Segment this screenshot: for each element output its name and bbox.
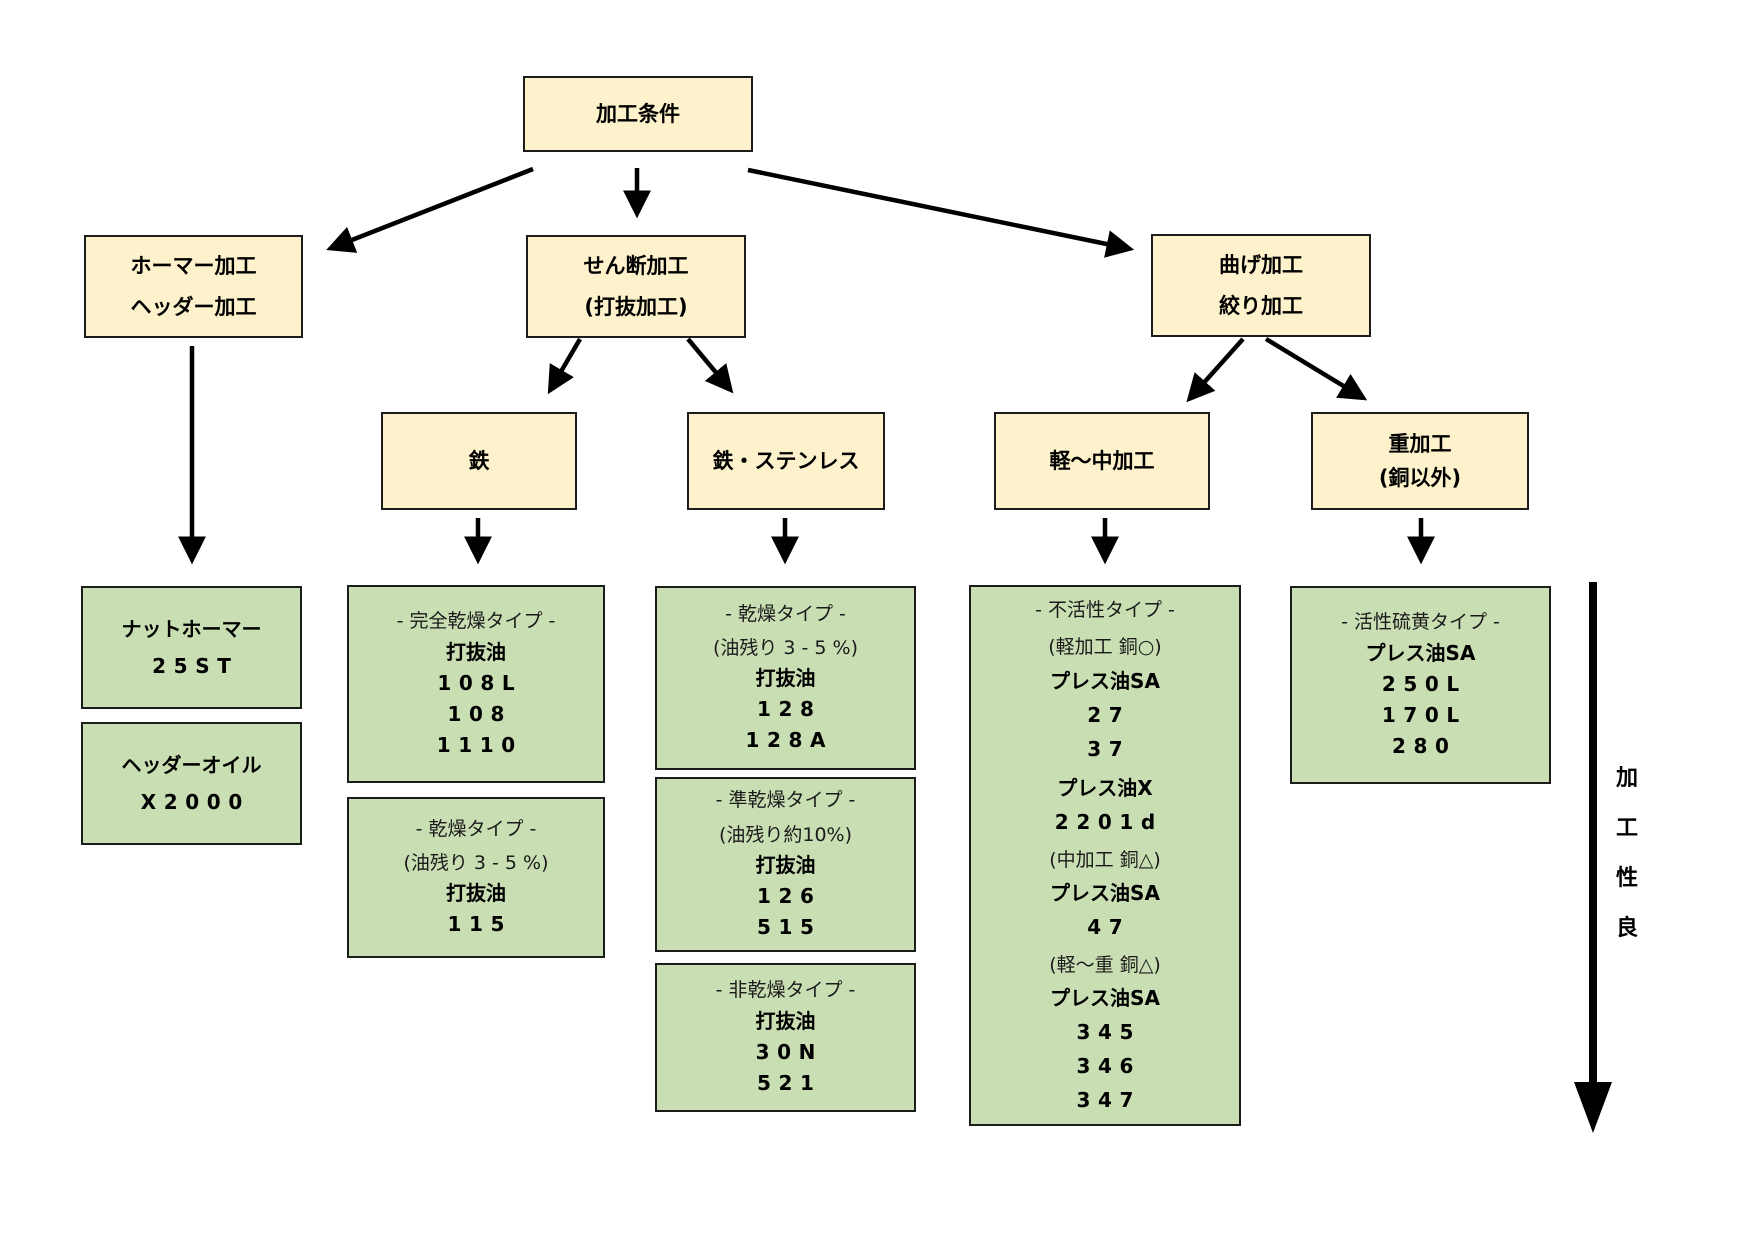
node-processing-conditions: 加工条件 (523, 76, 753, 152)
node-homer-header-processing: ホーマー加工 ヘッダー加工 (84, 235, 303, 338)
oil-name: 打抜油 (446, 639, 506, 664)
oil-type-label: - 準乾燥タイプ - (715, 789, 856, 812)
arrow-shear-to-stainless (686, 337, 734, 394)
node-label: 鉄 (468, 448, 490, 473)
oil-box-stainless-dry: - 乾燥タイプ - (油残り 3 - 5 %) 打抜油 128 128A (655, 586, 916, 770)
oil-grade: 30N (755, 1039, 823, 1064)
oil-grade: 521 (757, 1070, 822, 1095)
oil-grade: 128 (757, 697, 822, 722)
arrow-shear-to-iron (547, 337, 582, 395)
oil-grade: 346 (1076, 1054, 1142, 1079)
oil-type-label: - 活性硫黄タイプ - (1341, 611, 1500, 634)
node-line: 曲げ加工 (1219, 253, 1303, 278)
oil-name: プレス油X (1057, 775, 1153, 800)
oil-grade: 25ST (152, 653, 239, 678)
oil-box-stainless-non-dry: - 非乾燥タイプ - 打抜油 30N 521 (655, 963, 916, 1112)
oil-box-iron-full-dry: - 完全乾燥タイプ - 打抜油 108L 108 1110 (347, 585, 605, 783)
oil-grade: 2201d (1054, 809, 1163, 834)
oil-box-stainless-semi-dry: - 準乾燥タイプ - (油残り約10%) 打抜油 126 515 (655, 777, 916, 952)
oil-residue-note: (油残り 3 - 5 %) (403, 852, 549, 874)
oil-grade: X2000 (140, 789, 250, 814)
node-line: 絞り加工 (1219, 293, 1303, 318)
node-shearing-processing: せん断加工 (打抜加工) (526, 235, 746, 338)
oil-name: 打抜油 (446, 881, 506, 906)
oil-name: 打抜油 (755, 852, 816, 877)
node-line: 重加工 (1388, 431, 1452, 456)
axis-char: 性 (1615, 866, 1638, 891)
oil-grade: 126 (757, 883, 822, 908)
oil-type-label: - 不活性タイプ - (1035, 598, 1175, 621)
oil-residue-note: (油残り約10%) (718, 823, 853, 846)
oil-residue-note: (油残り 3 - 5 %) (712, 637, 859, 659)
oil-name: ナットホーマー (121, 616, 262, 641)
oil-type-label: - 乾燥タイプ - (415, 817, 537, 840)
node-iron-stainless: 鉄・ステンレス (687, 412, 885, 510)
oil-box-nut-homer: ナットホーマー 25ST (81, 586, 302, 709)
oil-name: プレス油SA (1050, 986, 1160, 1011)
oil-grade: 280 (1392, 733, 1457, 758)
node-line: (打抜加工) (584, 294, 688, 319)
oil-grade: 345 (1076, 1020, 1142, 1045)
oil-grade: 37 (1087, 736, 1131, 761)
node-label: 加工条件 (596, 101, 680, 126)
oil-box-iron-dry: - 乾燥タイプ - (油残り 3 - 5 %) 打抜油 115 (347, 797, 605, 958)
oil-grade: 27 (1087, 702, 1131, 727)
oil-grade: 108L (437, 670, 523, 695)
oil-grade: 515 (757, 914, 822, 939)
arrow-root-to-bend (747, 167, 1135, 258)
oil-usage-note: (中加工 銅△) (1049, 848, 1161, 871)
node-heavy-processing: 重加工 (銅以外) (1311, 412, 1529, 510)
oil-box-press-active-sulfur: - 活性硫黄タイプ - プレス油SA 250L 170L 280 (1290, 586, 1551, 784)
oil-grade: 115 (447, 912, 513, 937)
oil-name: 打抜油 (755, 1008, 816, 1033)
workability-axis-arrow (1574, 582, 1612, 1133)
arrow-bend-to-lightmid (1186, 337, 1245, 403)
arrow-root-to-homer (326, 166, 534, 253)
oil-box-header-oil: ヘッダーオイル X2000 (81, 722, 302, 845)
oil-type-label: - 乾燥タイプ - (725, 602, 846, 625)
node-line: ホーマー加工 (130, 254, 257, 279)
oil-box-press-inactive: - 不活性タイプ - (軽加工 銅○) プレス油SA 27 37 プレス油X 2… (969, 585, 1241, 1126)
oil-usage-note: (軽加工 銅○) (1048, 636, 1162, 659)
oil-name: プレス油SA (1050, 668, 1160, 693)
oil-grade: 108 (447, 701, 513, 726)
node-bending-drawing-processing: 曲げ加工 絞り加工 (1151, 234, 1371, 337)
oil-grade: 250L (1381, 671, 1467, 696)
node-line: (銅以外) (1378, 466, 1462, 490)
arrow-bend-to-heavy (1264, 337, 1368, 401)
oil-type-label: - 非乾燥タイプ - (715, 979, 856, 1002)
oil-type-label: - 完全乾燥タイプ - (396, 610, 556, 633)
oil-name: ヘッダーオイル (121, 752, 262, 777)
oil-grade: 128A (745, 728, 834, 753)
oil-name: プレス油SA (1365, 640, 1476, 665)
node-label: 軽〜中加工 (1049, 448, 1155, 473)
oil-grade: 347 (1076, 1088, 1142, 1113)
axis-char: 工 (1615, 816, 1638, 841)
oil-name: プレス油SA (1050, 880, 1160, 905)
node-light-to-medium-processing: 軽〜中加工 (994, 412, 1210, 510)
node-iron: 鉄 (381, 412, 577, 510)
axis-char: 良 (1615, 916, 1638, 941)
oil-grade: 47 (1087, 914, 1131, 939)
oil-grade: 170L (1381, 702, 1467, 727)
oil-name: 打抜油 (755, 666, 816, 691)
axis-char: 加 (1615, 766, 1638, 791)
node-line: せん断加工 (583, 254, 689, 279)
workability-axis-label: 加 工 性 良 (1610, 760, 1644, 942)
oil-grade: 1110 (436, 732, 523, 757)
node-label: 鉄・ステンレス (712, 448, 860, 473)
oil-usage-note: (軽〜重 銅△) (1049, 953, 1161, 976)
node-line: ヘッダー加工 (130, 294, 257, 319)
